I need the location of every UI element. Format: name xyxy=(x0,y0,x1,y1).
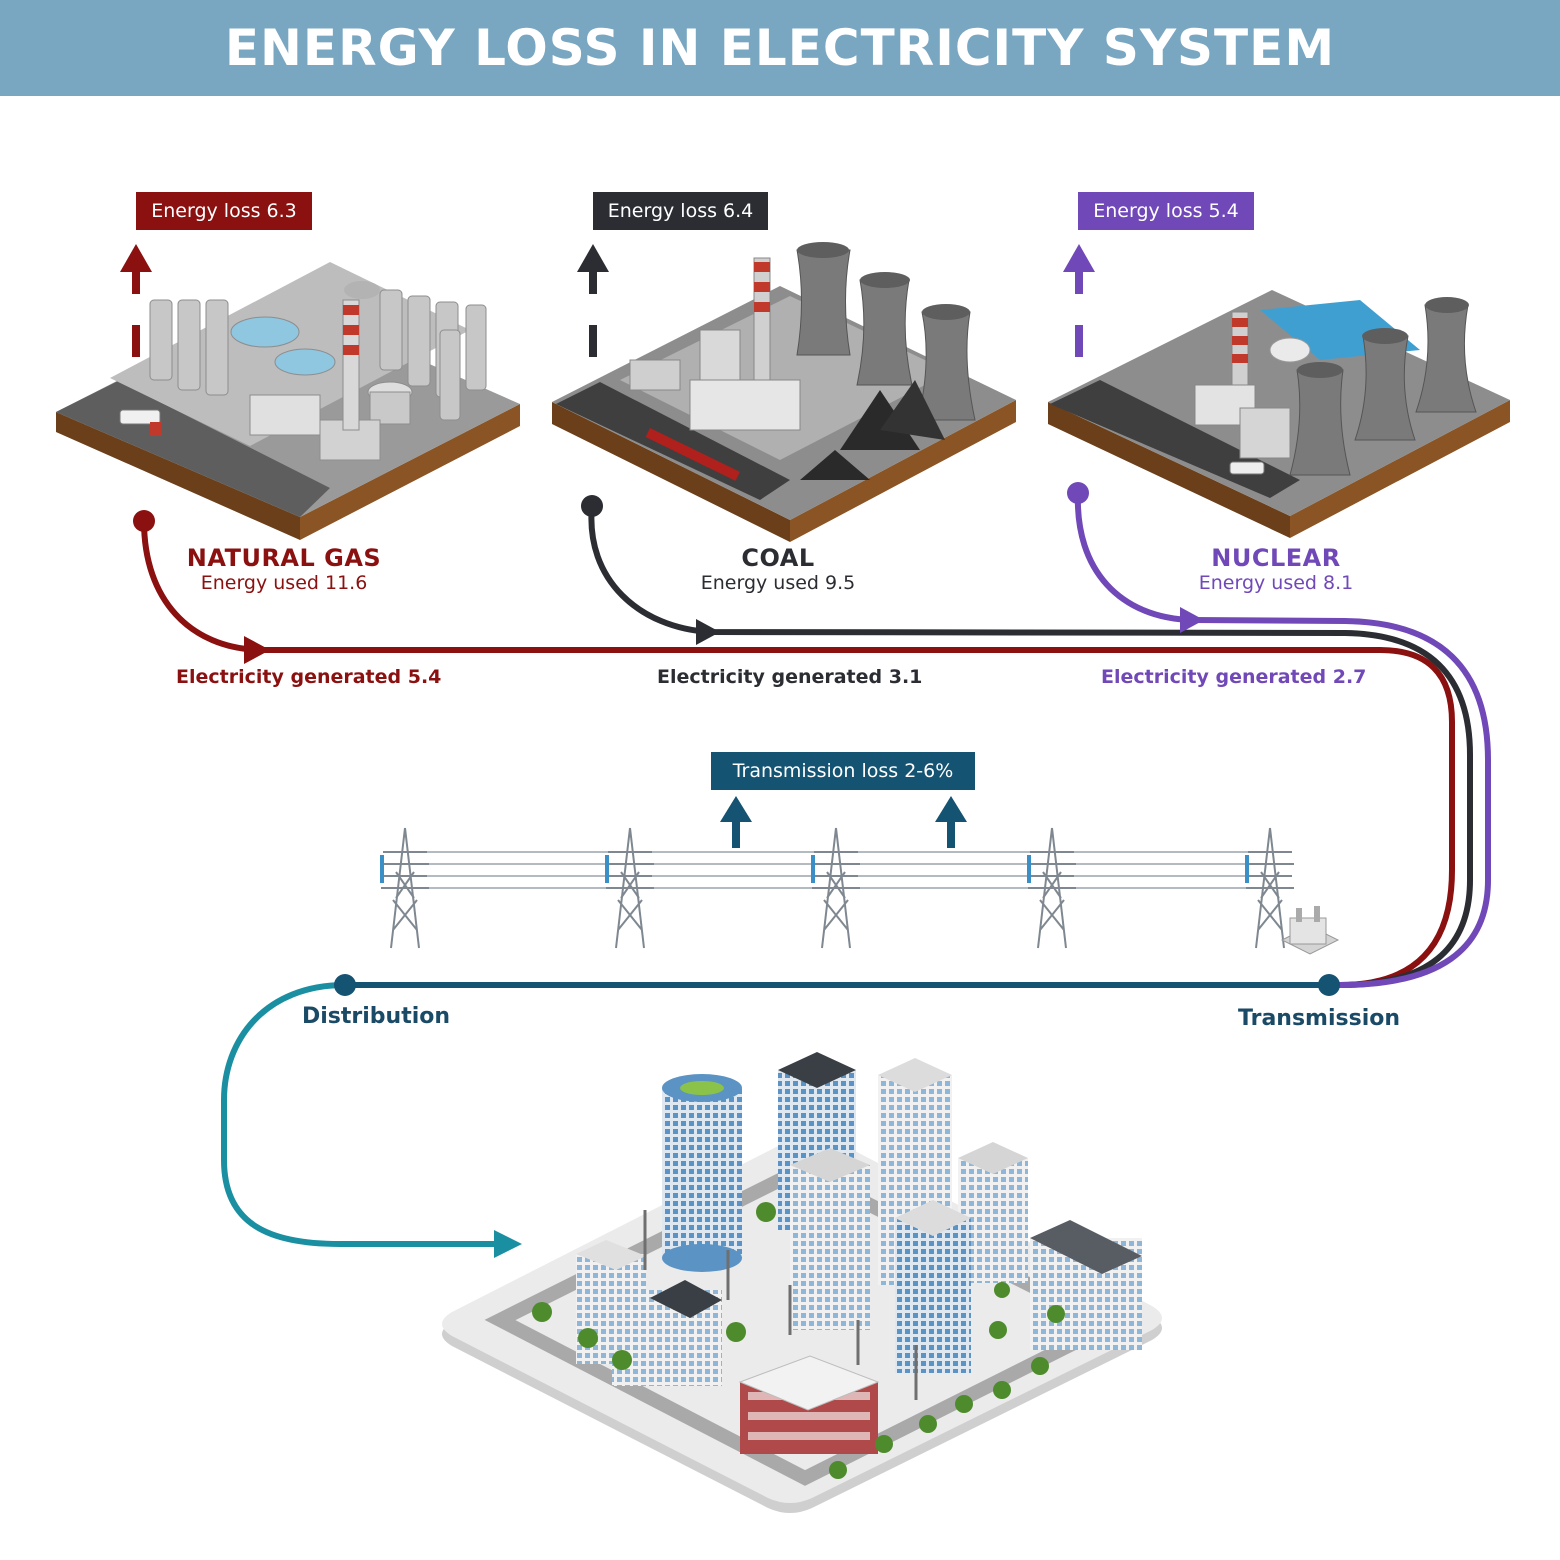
coal-arrowhead xyxy=(696,619,720,645)
gas-power-plant-icon xyxy=(56,262,520,540)
transformer-icon xyxy=(1280,906,1340,955)
transmission-loss-arrow xyxy=(720,796,752,848)
title-banner: ENERGY LOSS IN ELECTRICITY SYSTEM xyxy=(0,0,1560,96)
distribution-node xyxy=(334,974,356,996)
power-pylon-icon xyxy=(1245,827,1294,949)
power-pylon-icon xyxy=(605,827,654,949)
nuclear-loss-arrow xyxy=(1063,244,1095,357)
nuclear-label: NUCLEAR Energy used 8.1 xyxy=(1126,544,1426,594)
natural-gas-arrowhead xyxy=(244,636,270,664)
nuclear-energy-used: Energy used 8.1 xyxy=(1198,572,1354,594)
power-pylon-icon xyxy=(380,827,429,949)
natural-gas-name: NATURAL GAS xyxy=(186,544,382,572)
nuclear-flow-line xyxy=(1074,490,1491,988)
nuclear-energy-loss-label: Energy loss 5.4 xyxy=(1078,192,1254,230)
power-pylon-icon xyxy=(811,827,860,949)
coal-node xyxy=(581,495,603,517)
natural-gas-label: NATURAL GAS Energy used 11.6 xyxy=(134,544,434,594)
coal-energy-loss-label: Energy loss 6.4 xyxy=(593,192,768,230)
cooling-tower-icon xyxy=(796,242,976,421)
nuclear-name: NUCLEAR xyxy=(1211,544,1341,572)
natural-gas-flow-line xyxy=(141,518,1455,988)
distribution-arrowhead xyxy=(494,1230,522,1258)
coal-label: COAL Energy used 9.5 xyxy=(628,544,928,594)
coal-power-plant-icon xyxy=(552,242,1016,542)
natural-gas-energy-loss-label: Energy loss 6.3 xyxy=(136,192,312,230)
page-title: ENERGY LOSS IN ELECTRICITY SYSTEM xyxy=(224,19,1336,77)
natural-gas-loss-arrow xyxy=(120,244,152,357)
transmission-loss-arrow xyxy=(935,796,967,848)
transmission-label: Transmission xyxy=(1238,1006,1401,1031)
city-icon xyxy=(442,1052,1162,1513)
coal-electricity-label: Electricity generated 3.1 xyxy=(657,666,923,688)
coal-energy-used: Energy used 9.5 xyxy=(700,572,856,594)
natural-gas-node xyxy=(133,510,155,532)
transmission-node xyxy=(1318,974,1340,996)
nuclear-node xyxy=(1067,482,1089,504)
nuclear-power-plant-icon xyxy=(1048,290,1510,538)
distribution-label: Distribution xyxy=(302,1004,451,1029)
coal-name: COAL xyxy=(741,544,815,572)
transmission-loss-label: Transmission loss 2-6% xyxy=(711,752,975,790)
coal-flow-line xyxy=(588,503,1473,988)
distribution-flow-line xyxy=(221,982,503,1247)
natural-gas-energy-used: Energy used 11.6 xyxy=(200,572,368,594)
nuclear-electricity-label: Electricity generated 2.7 xyxy=(1101,666,1367,688)
coal-loss-arrow xyxy=(577,244,609,357)
cooling-tower-icon xyxy=(1289,297,1477,476)
natural-gas-electricity-label: Electricity generated 5.4 xyxy=(176,666,442,688)
nuclear-arrowhead xyxy=(1180,607,1204,633)
power-pylon-icon xyxy=(1027,827,1076,949)
